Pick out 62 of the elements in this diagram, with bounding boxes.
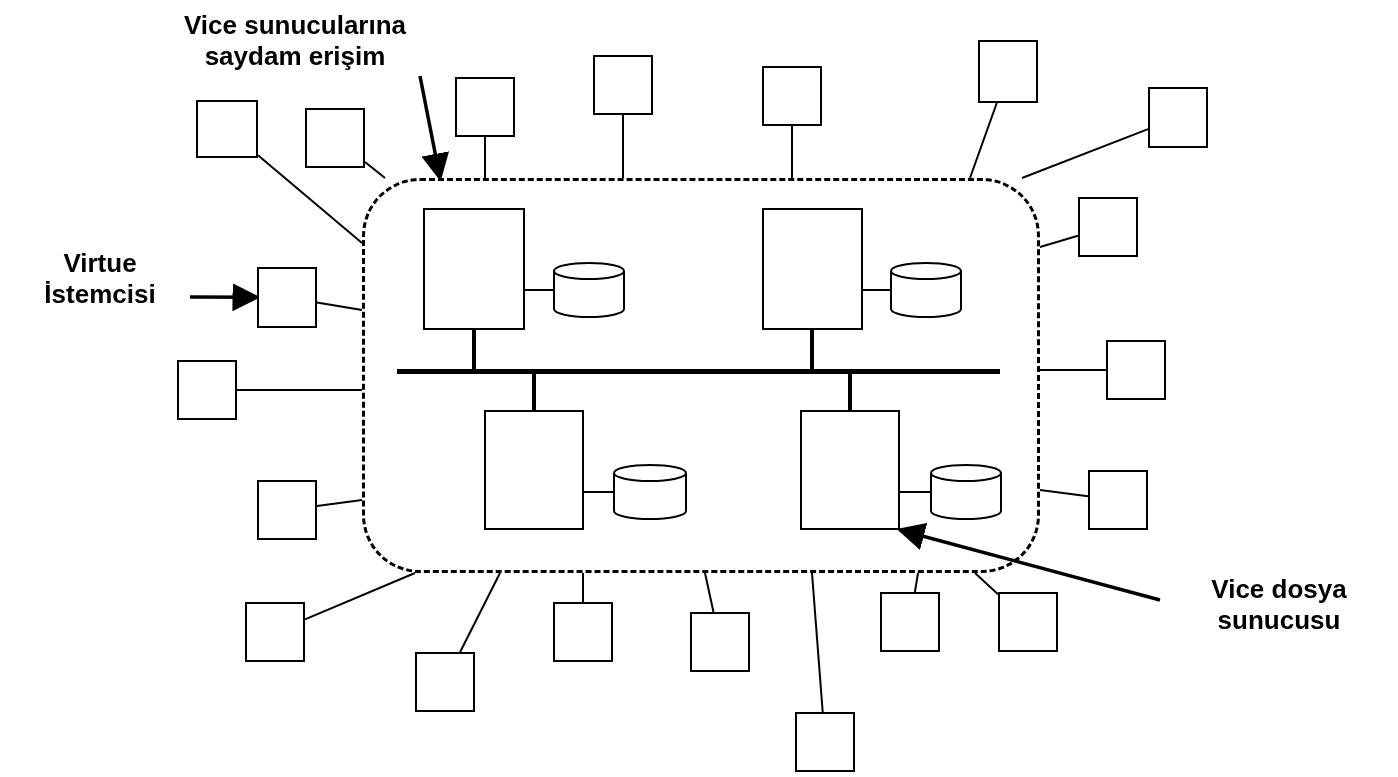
client-box (257, 480, 317, 540)
client-box (1148, 87, 1208, 148)
connection-line (459, 572, 501, 653)
callout-label: Virtue İstemcisi (10, 248, 190, 312)
connection-line (1039, 369, 1107, 371)
callout-label: Vice dosya sunucusu (1160, 574, 1398, 640)
dashed-region-boundary (362, 178, 1040, 573)
disk-cylinder (613, 464, 687, 520)
arrow (896, 522, 1161, 602)
connection-line (899, 491, 931, 493)
server-box (484, 410, 584, 530)
connection-line (316, 301, 363, 311)
connection-line (848, 374, 852, 410)
client-box (245, 602, 305, 662)
client-box (455, 77, 515, 137)
callout-label: Vice sunucularına saydam erişim (150, 10, 440, 76)
client-box (998, 592, 1058, 652)
connection-line (532, 374, 536, 410)
connection-line (257, 154, 363, 244)
client-box (553, 602, 613, 662)
connection-line (524, 289, 554, 291)
connection-line (811, 572, 824, 713)
connection-line (913, 572, 919, 593)
server-box (800, 410, 900, 530)
server-box (762, 208, 863, 330)
client-box (978, 40, 1038, 103)
disk-cylinder (890, 262, 962, 318)
client-box (690, 612, 750, 672)
network-bus (397, 369, 1000, 374)
client-box (1078, 197, 1138, 257)
connection-line (1021, 128, 1149, 179)
connection-line (1039, 234, 1079, 248)
disk-cylinder (930, 464, 1002, 520)
connection-line (862, 289, 891, 291)
connection-line (791, 125, 793, 179)
client-box (177, 360, 237, 420)
client-box (795, 712, 855, 772)
connection-line (304, 572, 416, 621)
server-box (423, 208, 525, 330)
connection-line (582, 572, 584, 603)
connection-line (1039, 489, 1089, 498)
connection-line (484, 136, 486, 179)
client-box (1106, 340, 1166, 400)
connection-line (236, 389, 363, 391)
client-box (415, 652, 475, 712)
client-box (1088, 470, 1148, 530)
client-box (196, 100, 258, 158)
client-box (593, 55, 653, 115)
connection-line (704, 572, 715, 613)
connection-line (364, 161, 386, 179)
connection-line (969, 102, 998, 179)
connection-line (583, 491, 614, 493)
connection-line (622, 114, 624, 179)
client-box (305, 108, 365, 168)
client-box (257, 267, 317, 328)
connection-line (316, 499, 363, 507)
connection-line (810, 330, 814, 369)
connection-line (974, 572, 999, 596)
disk-cylinder (553, 262, 625, 318)
client-box (880, 592, 940, 652)
client-box (762, 66, 822, 126)
connection-line (472, 330, 476, 369)
